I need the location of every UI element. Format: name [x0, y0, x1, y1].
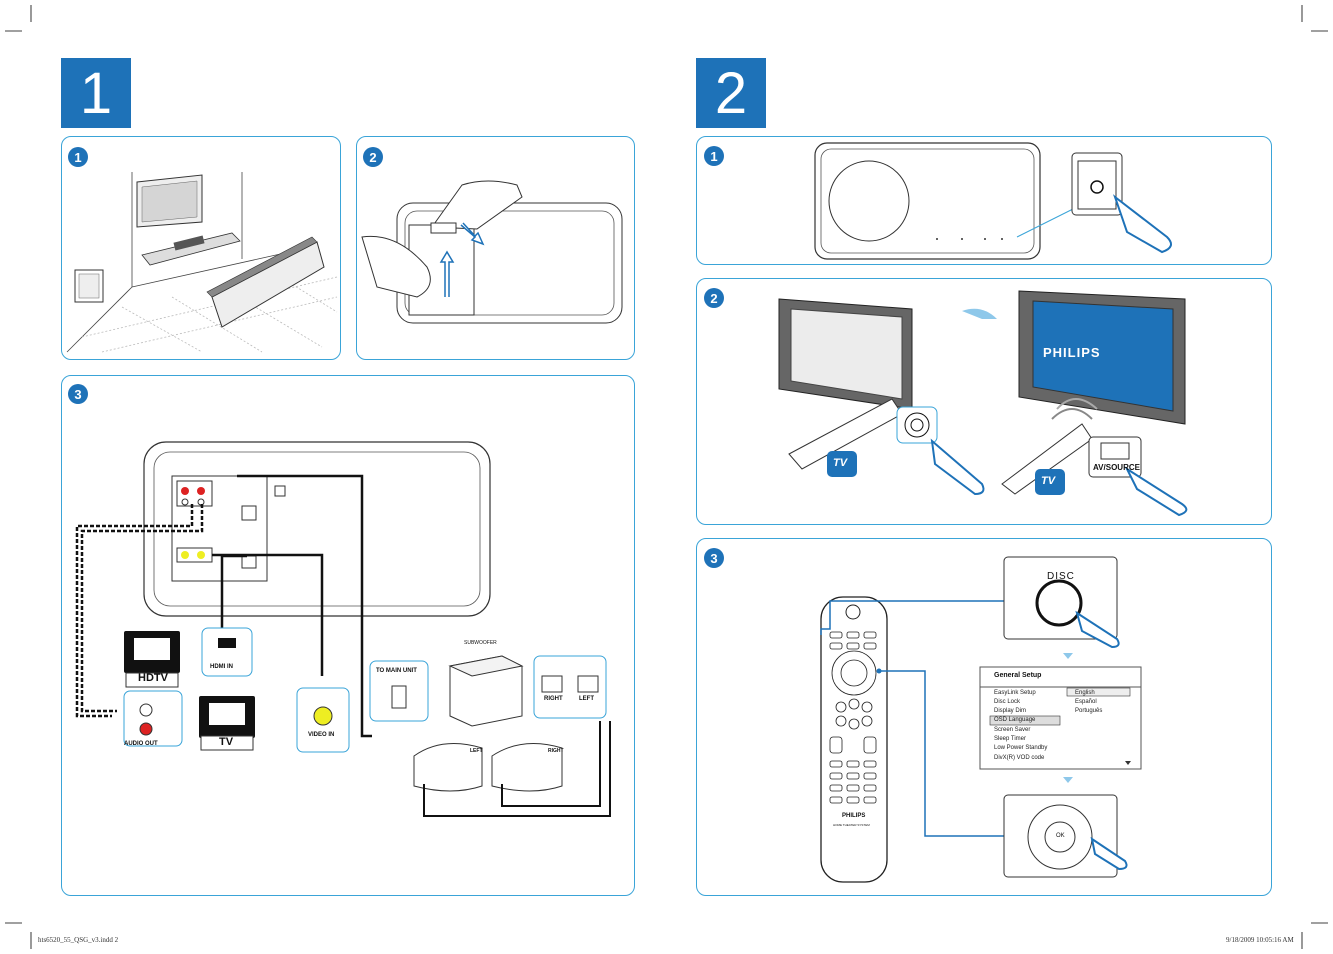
speaker-right-label: RIGHT [548, 748, 564, 754]
ok-button-label[interactable]: OK [1056, 833, 1065, 839]
tv-label: TV [219, 736, 234, 748]
right-jack-label: RIGHT [544, 696, 563, 702]
menu-item[interactable]: DivX(R) VOD code [994, 755, 1045, 761]
audio-out-label: AUDIO OUT [124, 741, 158, 747]
menu-item[interactable]: Disc Lock [994, 699, 1021, 705]
step-badge: 2 [363, 147, 383, 167]
panel-connections: 3 [61, 375, 635, 896]
menu-option[interactable]: Português [1075, 708, 1103, 714]
tv-source-illustration [778, 290, 1188, 517]
panel-disc-setup: 3 [696, 538, 1272, 896]
menu-title: General Setup [994, 672, 1042, 679]
step-badge: 1 [704, 146, 724, 166]
remote-menu-illustration [820, 556, 1142, 883]
main-unit-power-illustration [814, 142, 1172, 260]
step-badge: 2 [704, 288, 724, 308]
menu-item[interactable]: Screen Saver [994, 727, 1031, 733]
remove-cover-illustration [361, 180, 623, 324]
menu-option[interactable]: English [1075, 690, 1095, 696]
to-main-unit-label: TO MAIN UNIT [376, 668, 417, 674]
panel-power-on: 1 [696, 136, 1272, 265]
panel-remove-cover: 2 [356, 136, 635, 360]
menu-item[interactable]: Low Power Standby [994, 745, 1048, 751]
menu-item[interactable]: Sleep Timer [994, 736, 1027, 742]
menu-option[interactable]: Español [1075, 699, 1097, 705]
hdmi-in-label: HDMI IN [210, 664, 233, 670]
video-in-label: VIDEO IN [308, 732, 335, 738]
speaker-left-label: LEFT [470, 748, 483, 754]
left-jack-label: LEFT [579, 696, 594, 702]
subwoofer-label: SUBWOOFER [464, 640, 497, 646]
step-badge: 1 [68, 147, 88, 167]
step-badge: 3 [68, 384, 88, 404]
hdtv-label: HDTV [138, 672, 168, 684]
disc-button-label[interactable]: DISC [1047, 571, 1075, 582]
connection-diagram [75, 441, 611, 817]
footer-timestamp: 9/18/2009 10:05:16 AM [1226, 936, 1294, 944]
tv-button-label-2[interactable]: TV [1041, 475, 1056, 487]
tv-button-label[interactable]: TV [833, 457, 848, 469]
remote-brand-label: PHILIPS [842, 813, 866, 819]
menu-item-selected[interactable]: OSD Language [994, 717, 1036, 723]
page-number-badge-1: 1 [61, 58, 131, 128]
step-badge: 3 [704, 548, 724, 568]
page-number-badge-2: 2 [696, 58, 766, 128]
panel-placement: 1 [61, 136, 341, 360]
panel-tv-source: 2 PHILIPS TV TV AV/SOURCE [696, 278, 1272, 525]
menu-item[interactable]: EasyLink Setup [994, 690, 1036, 696]
philips-screen-logo: PHILIPS [1043, 345, 1101, 360]
menu-item[interactable]: Display Dim [994, 708, 1027, 714]
av-source-label[interactable]: AV/SOURCE [1093, 463, 1140, 472]
room-placement-illustration [66, 172, 338, 353]
footer-filename: hts6520_55_QSG_v3.indd 2 [38, 936, 119, 944]
remote-subtitle-label: HOME THEATER SYSTEM [833, 823, 870, 827]
